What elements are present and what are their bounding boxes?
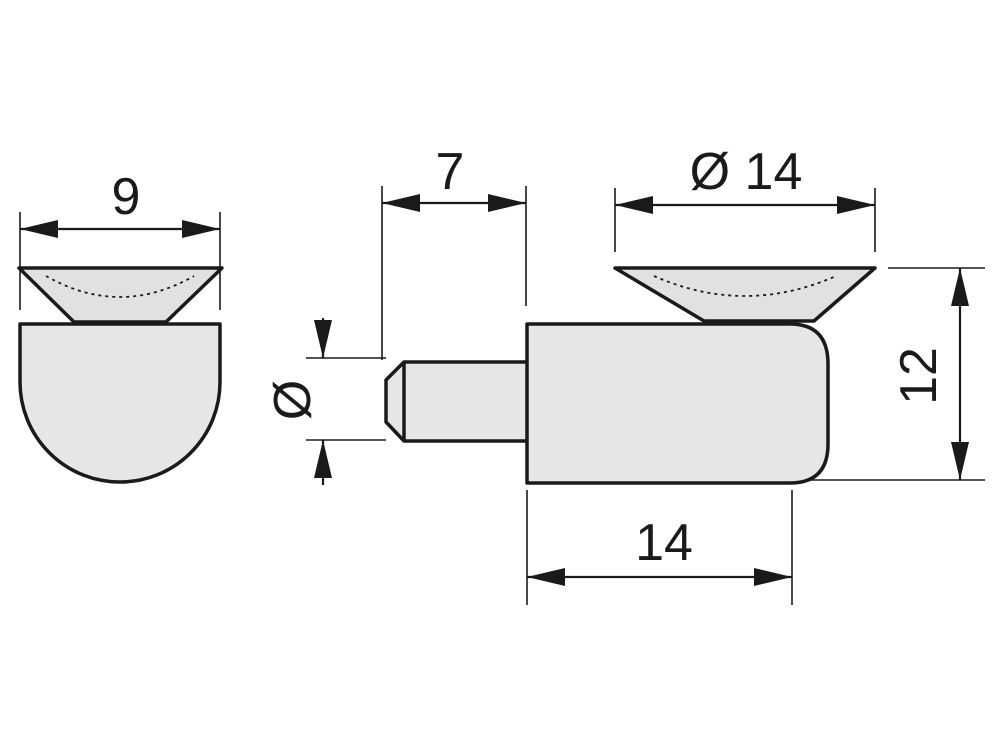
side-width-label: 9: [112, 168, 141, 226]
pin-dim-arrow-right: [488, 194, 526, 212]
pin-dia-arrow-bottom: [314, 440, 332, 478]
cup-dim-arrow-left: [615, 196, 653, 214]
height-label: 12: [890, 347, 948, 405]
body-dim-arrow-right: [754, 568, 792, 586]
side-view-cup-hidden-line: [45, 275, 195, 298]
side-view-body: [18, 322, 222, 484]
pin: [384, 360, 526, 443]
front-view: 7 Ø 14 12 14 Ø: [264, 143, 985, 605]
body-length-label: 14: [635, 514, 693, 572]
pin-dim-arrow-left: [382, 194, 420, 212]
side-dim-arrow-right: [182, 220, 220, 238]
pin-diameter-label: Ø: [264, 380, 322, 420]
suction-cup-hidden-line: [653, 275, 837, 297]
main-body: [525, 322, 830, 485]
side-view-cup: [17, 266, 224, 324]
body-dim-arrow-left: [527, 568, 565, 586]
side-dim-arrow-left: [20, 220, 58, 238]
cup-dim-arrow-right: [837, 196, 875, 214]
pin-dia-arrow-top: [314, 320, 332, 358]
suction-cup: [613, 266, 877, 323]
side-view: 9: [17, 168, 224, 484]
pin-length-label: 7: [436, 143, 465, 201]
cup-diameter-label: Ø 14: [690, 143, 803, 201]
height-dim-arrow-bottom: [951, 442, 969, 480]
height-dim-arrow-top: [951, 268, 969, 306]
